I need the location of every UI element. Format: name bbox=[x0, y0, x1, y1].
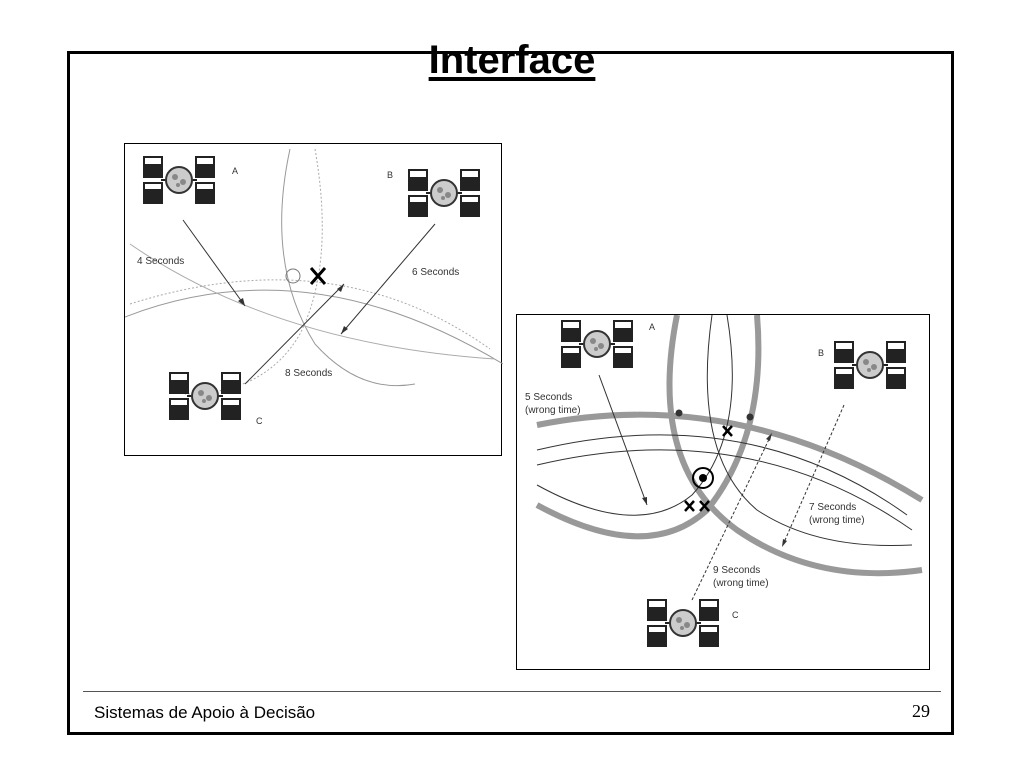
satellite-label-a: A bbox=[649, 322, 655, 332]
satellite-label-c: C bbox=[732, 610, 739, 620]
satellite-icon bbox=[168, 371, 242, 421]
satellite-icon bbox=[646, 598, 720, 648]
time-label-c: 8 Seconds bbox=[285, 368, 332, 379]
satellite-icon bbox=[560, 319, 634, 369]
satellite-label-c: C bbox=[256, 416, 263, 426]
time-label-b: 7 Seconds bbox=[809, 502, 856, 513]
page-number: 29 bbox=[912, 701, 930, 721]
figure-b-svg: A B C 5 Seconds (wrong time) 7 Seconds (… bbox=[525, 314, 924, 648]
satellite-label-b: B bbox=[818, 348, 824, 358]
intersection-circle-icon bbox=[285, 268, 301, 284]
figure-gps-correct-timing: A B C 4 Seconds 6 Seconds 8 Seconds bbox=[119, 143, 504, 456]
double-error-cross-icon bbox=[684, 500, 710, 512]
satellite-icon bbox=[407, 168, 481, 218]
footer-divider bbox=[83, 691, 941, 692]
time-note-b: (wrong time) bbox=[809, 515, 865, 526]
time-label-c: 9 Seconds bbox=[713, 565, 760, 576]
time-label-a: 4 Seconds bbox=[137, 256, 184, 267]
time-note-c: (wrong time) bbox=[713, 578, 769, 589]
time-note-a: (wrong time) bbox=[525, 405, 581, 416]
figure-a-svg: A B C 4 Seconds 6 Seconds 8 Seconds bbox=[119, 148, 504, 426]
satellite-label-a: A bbox=[232, 166, 238, 176]
time-label-b: 6 Seconds bbox=[412, 267, 459, 278]
satellite-icon bbox=[833, 340, 907, 390]
satellite-icon bbox=[142, 155, 216, 205]
time-label-a: 5 Seconds bbox=[525, 392, 572, 403]
slide-title: Interface bbox=[428, 38, 596, 82]
position-cross-icon bbox=[309, 267, 327, 285]
satellite-label-b: B bbox=[387, 170, 393, 180]
footer-course-name: Sistemas de Apoio à Decisão bbox=[94, 703, 316, 722]
figure-gps-wrong-timing: A B C 5 Seconds (wrong time) 7 Seconds (… bbox=[516, 314, 930, 670]
true-position-circle-icon bbox=[692, 467, 714, 489]
error-cross-icon bbox=[722, 425, 733, 437]
